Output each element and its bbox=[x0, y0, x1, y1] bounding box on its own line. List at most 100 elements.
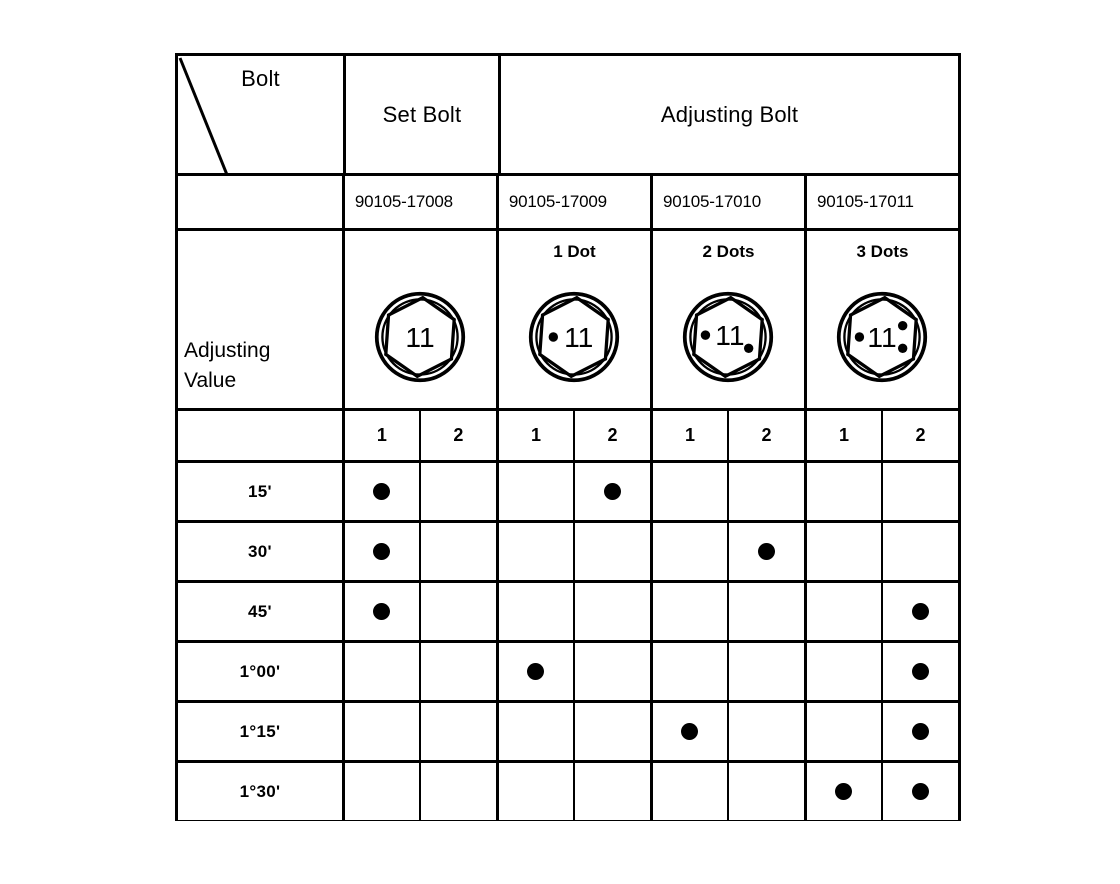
row-label: 45' bbox=[248, 601, 272, 621]
selection-cell bbox=[726, 523, 804, 580]
bolt-head-marking-1: 11 bbox=[406, 321, 435, 353]
sub-header-cell-5: 1 bbox=[649, 411, 727, 460]
row-label: 1°30' bbox=[239, 781, 281, 801]
selection-mark-dot-icon bbox=[373, 603, 391, 620]
selection-mark-dot-icon bbox=[911, 603, 929, 620]
row-label-cell: 1°30' bbox=[178, 763, 342, 820]
selection-cell bbox=[341, 643, 419, 700]
selection-cell bbox=[726, 703, 804, 760]
selection-cell bbox=[495, 703, 573, 760]
selection-cell bbox=[418, 583, 496, 640]
selection-cell bbox=[418, 763, 496, 820]
bolt-head-cell-4: 3 Dots 11 bbox=[803, 231, 958, 408]
selection-mark-dot-icon bbox=[911, 723, 929, 740]
selection-cell bbox=[495, 523, 573, 580]
selection-cell bbox=[341, 523, 419, 580]
group-header-adjusting-bolt: Adjusting Bolt bbox=[498, 56, 958, 173]
corner-header-cell: Bolt bbox=[178, 56, 343, 459]
selection-mark-dot-icon bbox=[373, 483, 391, 500]
row-label-cell: 1°15' bbox=[178, 703, 342, 760]
row-label: 15' bbox=[248, 481, 272, 501]
selection-cell bbox=[341, 583, 419, 640]
sub-header-label-8: 2 bbox=[915, 425, 926, 445]
selection-cell bbox=[726, 583, 804, 640]
part-number-label-1: 90105-17008 bbox=[354, 192, 453, 211]
bolt-head-image-wrap-1: 11 bbox=[373, 265, 467, 408]
bolt-head-2-dot-icon: 11 bbox=[683, 291, 774, 382]
row-label-cell: 45' bbox=[178, 583, 342, 640]
sub-header-label-4: 2 bbox=[607, 425, 618, 445]
part-number-row-spacer bbox=[178, 176, 342, 228]
bolt-grade-dot bbox=[549, 331, 559, 342]
selection-cell bbox=[880, 643, 958, 700]
bolt-head-dot-label-2: 1 Dot bbox=[553, 242, 596, 261]
bolt-grade-dot bbox=[898, 343, 908, 353]
selection-cell bbox=[803, 703, 881, 760]
bolt-head-3-dot-icon: 11 bbox=[837, 291, 928, 382]
bolt-head-marking-4: 11 bbox=[868, 321, 897, 353]
selection-cell bbox=[341, 703, 419, 760]
bolt-head-0-dot-icon: 11 bbox=[375, 291, 466, 382]
table-row: 45' bbox=[178, 580, 958, 640]
selection-mark-dot-icon bbox=[603, 483, 621, 500]
sub-header-cell-4: 2 bbox=[572, 411, 650, 460]
sub-header-cell-6: 2 bbox=[726, 411, 804, 460]
sub-header-cell-3: 1 bbox=[495, 411, 573, 460]
row-label: 30' bbox=[248, 541, 272, 561]
sub-header-label-3: 1 bbox=[530, 425, 541, 445]
selection-mark-dot-icon bbox=[911, 783, 929, 800]
part-number-row: 90105-17008 90105-17009 90105-17010 9010… bbox=[178, 173, 958, 228]
bolt-head-1-dot-icon: 11 bbox=[529, 291, 620, 382]
table-row: 1°15' bbox=[178, 700, 958, 760]
selection-cell bbox=[880, 463, 958, 520]
corner-header-title: Bolt bbox=[241, 66, 280, 91]
bolt-grade-dot bbox=[701, 329, 711, 340]
row-header-adjusting-value bbox=[178, 411, 342, 460]
selection-cell bbox=[880, 583, 958, 640]
sub-header-label-6: 2 bbox=[761, 425, 772, 445]
row-label: 1°00' bbox=[239, 661, 281, 681]
bolt-head-cell-3: 2 Dots 11 bbox=[649, 231, 804, 408]
row-label: 1°15' bbox=[239, 721, 281, 741]
row-header-adjusting-value-line2: Value bbox=[184, 369, 237, 392]
selection-cell bbox=[572, 523, 650, 580]
selection-mark-dot-icon bbox=[373, 543, 391, 560]
sub-header-label-2: 2 bbox=[453, 425, 464, 445]
bolt-head-illustration-row: 11 1 Dot 11 2 Do bbox=[178, 228, 958, 408]
selection-cell bbox=[880, 703, 958, 760]
selection-cell bbox=[572, 643, 650, 700]
selection-mark-dot-icon bbox=[757, 543, 775, 560]
sub-header-cell-8: 2 bbox=[880, 411, 958, 460]
row-header-adjusting-value-label: Adjusting Value bbox=[184, 336, 270, 396]
sub-header-cell-7: 1 bbox=[803, 411, 881, 460]
sub-header-label-1: 1 bbox=[376, 425, 387, 445]
selection-mark-dot-icon bbox=[527, 663, 545, 680]
selection-cell bbox=[572, 583, 650, 640]
selection-cell bbox=[649, 763, 727, 820]
bolt-grade-dot bbox=[855, 331, 865, 342]
selection-cell bbox=[649, 463, 727, 520]
selection-cell bbox=[418, 703, 496, 760]
bolt-head-marking-2: 11 bbox=[565, 321, 594, 353]
selection-cell bbox=[572, 463, 650, 520]
part-number-cell-4: 90105-17011 bbox=[803, 176, 958, 228]
selection-cell bbox=[495, 583, 573, 640]
bolt-head-cell-2: 1 Dot 11 bbox=[495, 231, 650, 408]
part-number-label-4: 90105-17011 bbox=[816, 192, 914, 211]
selection-cell bbox=[649, 583, 727, 640]
selection-cell bbox=[341, 463, 419, 520]
sub-header-row: 1 2 1 2 1 2 1 2 bbox=[178, 408, 958, 460]
bolt-grade-dot bbox=[898, 320, 908, 330]
selection-cell bbox=[649, 643, 727, 700]
bolt-head-dot-label-3: 2 Dots bbox=[702, 242, 755, 261]
selection-cell bbox=[495, 763, 573, 820]
bolt-head-image-wrap-4: 11 bbox=[835, 265, 929, 408]
bolt-head-dot-label-4: 3 Dots bbox=[856, 242, 909, 261]
selection-cell bbox=[341, 763, 419, 820]
row-label-cell: 30' bbox=[178, 523, 342, 580]
part-number-label-2: 90105-17009 bbox=[508, 192, 607, 211]
selection-cell bbox=[880, 763, 958, 820]
selection-cell bbox=[880, 523, 958, 580]
group-header-set-bolt-label: Set Bolt bbox=[382, 101, 462, 127]
